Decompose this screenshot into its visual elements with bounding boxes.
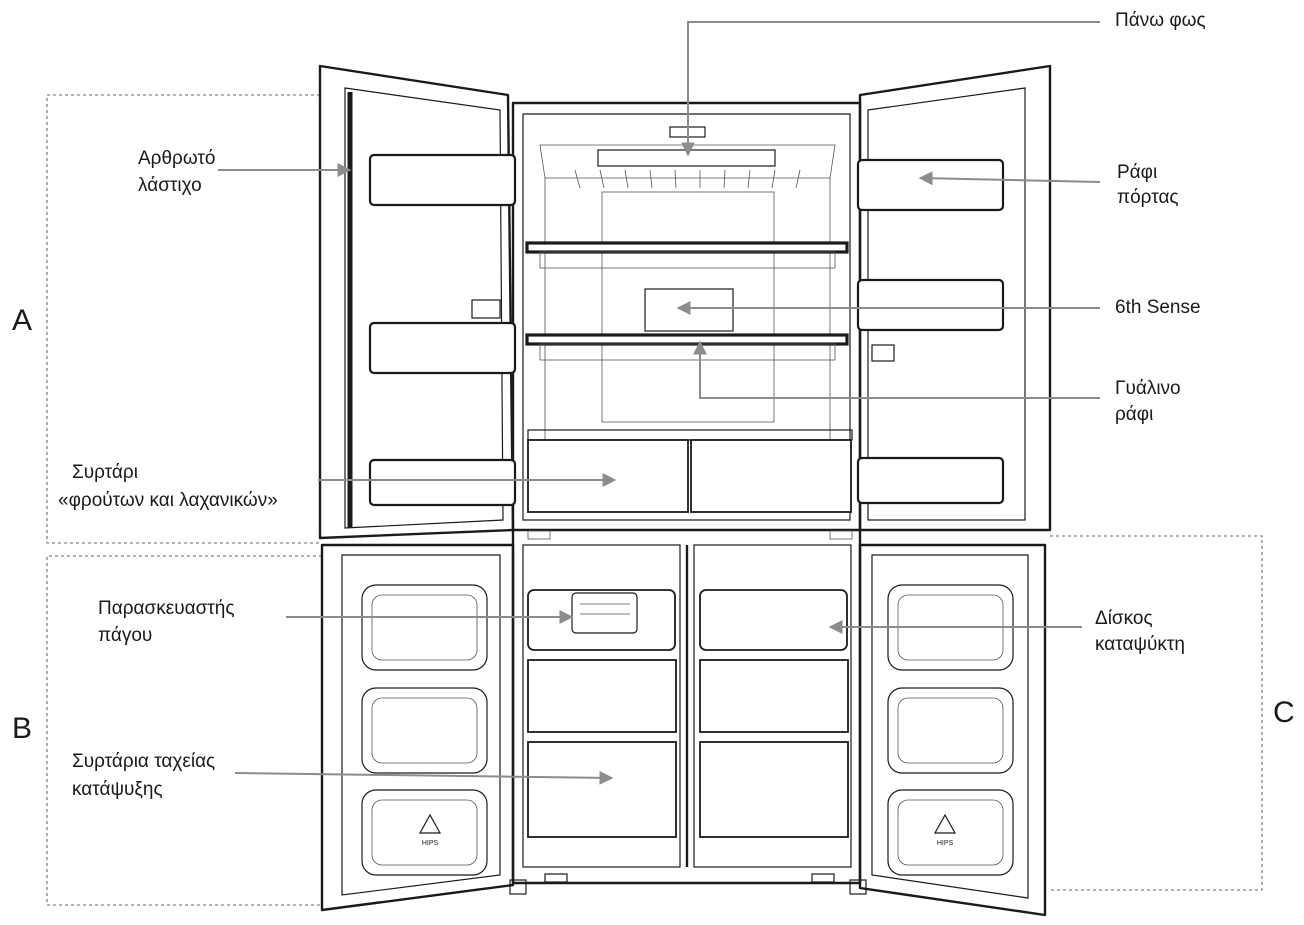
arrow-top-light	[681, 21, 1100, 157]
section-c-label: C	[1273, 696, 1295, 729]
section-boxes	[46, 94, 1263, 906]
left-lower-door: HIPS	[320, 543, 515, 912]
label-door-shelf: Ράφι πόρτας	[1117, 162, 1179, 208]
ice-maker	[527, 589, 676, 651]
recycle-icon-left	[418, 813, 442, 834]
left-door-bin-bottom	[368, 458, 517, 507]
label-gasket: Αρθρωτό λάστιχο	[138, 148, 221, 196]
left-upper-door	[318, 64, 517, 540]
section-letters: A B C	[12, 304, 1295, 745]
freezer-tray	[699, 589, 848, 651]
glass-shelf-lower	[525, 333, 849, 346]
leader-arrows	[218, 21, 1101, 785]
recycle-mark-left: HIPS	[422, 840, 439, 847]
crisper-drawer-left	[527, 439, 689, 513]
left-door-bin-top	[368, 153, 517, 207]
fast-freeze-drawer-right	[699, 741, 849, 838]
left-door-bin-mid	[368, 321, 517, 375]
freezer-drawer-right-upper	[699, 659, 849, 733]
label-fast-freeze: Συρτάρια ταχείας κατάψυξης	[72, 751, 221, 800]
right-lower-door: HIPS	[858, 543, 1047, 917]
fridge-interior	[522, 113, 851, 521]
label-glass-shelf: Γυάλινο ράφι	[1115, 378, 1186, 425]
right-upper-door	[856, 64, 1052, 532]
sixth-sense-module	[644, 288, 734, 332]
crisper-drawer-right	[690, 439, 852, 513]
right-door-bin-bottom	[856, 456, 1005, 505]
fast-freeze-drawer-left	[527, 741, 677, 838]
section-c-box	[1050, 535, 1263, 891]
freezer-drawer-left-upper	[527, 659, 677, 733]
arrow-fast-freeze	[234, 770, 614, 785]
arrow-door-shelf	[918, 171, 1101, 186]
label-ice-maker: Παρασκευαστής πάγου	[98, 598, 240, 646]
label-sixth-sense: 6th Sense	[1115, 297, 1201, 318]
section-b-label: B	[12, 712, 32, 745]
label-freezer-tray: Δίσκος καταψύκτη	[1095, 608, 1185, 655]
right-door-bin-top	[856, 158, 1005, 212]
recycle-icon-right	[933, 813, 957, 834]
section-a-label: A	[12, 304, 32, 337]
label-top-light: Πάνω φως	[1115, 10, 1206, 31]
arrow-glass-shelf	[693, 340, 1100, 399]
callout-labels: Πάνω φως Αρθρωτό λάστιχο Ράφι πόρτας 6th…	[58, 10, 1206, 800]
recycle-mark-right: HIPS	[937, 840, 954, 847]
cabinet	[509, 101, 867, 895]
glass-shelf-upper	[525, 241, 849, 254]
right-door-bin-mid	[856, 278, 1005, 332]
top-light-fixture	[574, 126, 801, 189]
label-crisper: Συρτάρι «φρούτων και λαχανικών»	[58, 462, 278, 511]
